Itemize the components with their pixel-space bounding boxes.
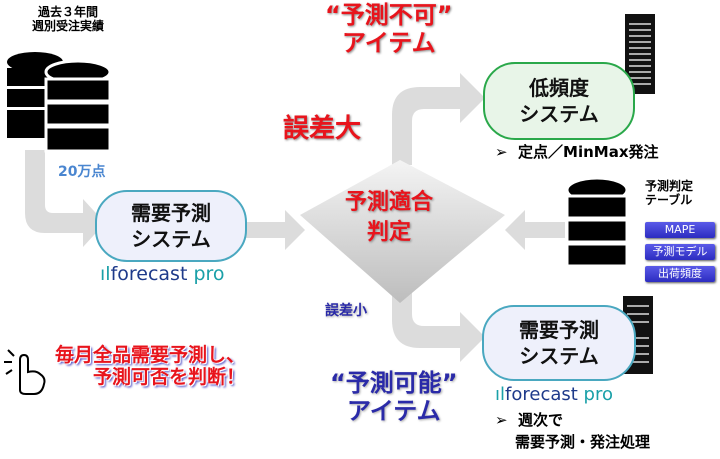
arrow-table-to-diamond xyxy=(505,210,565,250)
low-frequency-system-box: 低頻度 システム xyxy=(483,62,635,140)
unpredictable-line1: “予測不可” xyxy=(325,1,453,29)
large-error-label: 誤差大 xyxy=(283,114,362,144)
unpredictable-label: “予測不可” アイテム xyxy=(325,1,453,57)
predictable-label: “予測可能” アイテム xyxy=(330,369,458,425)
hand-pointer-icon xyxy=(4,349,46,395)
forecast-pro-logo-bottom: ılforecast pro xyxy=(495,384,613,405)
forecast-pro-logo: ılforecast pro xyxy=(100,263,225,285)
forecast-system-box: 需要予測 システム xyxy=(95,190,247,262)
decision-line2: 判定 xyxy=(367,219,412,245)
forecast-box-line2: システム xyxy=(131,227,211,251)
table-item-model: 予測モデル xyxy=(645,244,715,260)
bullet-icon: ➢ xyxy=(495,411,508,429)
decision-label: 予測適合 判定 xyxy=(345,188,433,247)
small-error-label: 誤差小 xyxy=(325,303,367,319)
decision-diamond xyxy=(300,160,505,303)
arrow-diamond-up xyxy=(392,73,485,165)
source-label: 過去３年間 週別受注実績 xyxy=(32,5,105,34)
data-points-count: 20万点 xyxy=(58,164,106,180)
table-item-mape: MAPE xyxy=(645,222,715,238)
low-freq-line1: 低頻度 xyxy=(529,76,589,100)
bullet-icon: ➢ xyxy=(495,143,508,161)
demand-note: ➢ 週次で 需要予測・発注処理 xyxy=(495,411,651,451)
table-database-icon xyxy=(565,176,629,268)
source-label-line2: 週別受注実績 xyxy=(32,18,105,33)
source-label-line1: 過去３年間 xyxy=(38,5,99,19)
callout-text: 毎月全品需要予測し、 予測可否を判断！ xyxy=(55,344,246,388)
demand-system-box: 需要予測 システム xyxy=(482,305,636,381)
forecast-box-line1: 需要予測 xyxy=(131,201,211,225)
table-label: 予測判定 テーブル xyxy=(645,179,694,207)
unpredictable-line2: アイテム xyxy=(341,28,436,57)
low-freq-line2: システム xyxy=(519,102,599,126)
table-item-frequency: 出荷頻度 xyxy=(645,266,715,282)
arrow-forecast-to-diamond xyxy=(245,210,305,250)
database-icon xyxy=(7,52,112,153)
low-freq-note: ➢ 定点／MinMax発注 xyxy=(495,143,659,161)
decision-line1: 予測適合 xyxy=(345,190,434,215)
arrow-source-to-forecast xyxy=(25,150,105,247)
arrow-diamond-down xyxy=(392,290,485,362)
